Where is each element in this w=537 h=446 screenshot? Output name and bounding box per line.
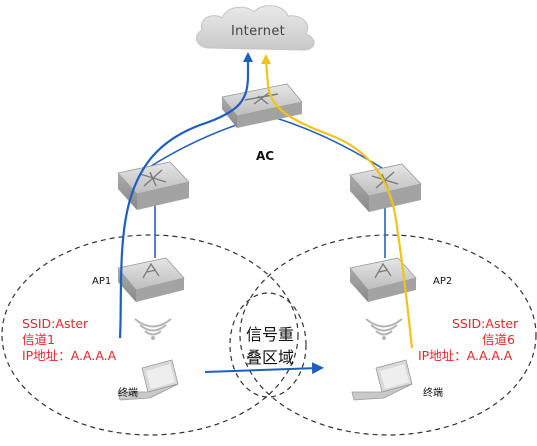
overlap-zone-circle <box>229 292 307 398</box>
internet-label: Internet <box>231 24 286 39</box>
ap2-channel: 信道6 <box>482 332 515 347</box>
yellow-traffic-path <box>264 59 414 349</box>
ap1-label: AP1 <box>92 276 112 287</box>
ap2-label: AP2 <box>433 276 453 287</box>
ap1-ssid: SSID:Aster <box>22 316 89 331</box>
wifi-signal-right-icon <box>365 318 403 340</box>
yellow-path-arrowhead <box>261 54 271 64</box>
laptop-right-icon <box>351 359 413 401</box>
ap1-channel: 信道1 <box>22 332 55 347</box>
ap1-coverage-circle <box>1 234 299 436</box>
ac-label: AC <box>256 149 275 163</box>
ap1-ip: IP地址：A.A.A.A <box>22 348 117 363</box>
blue-path-arrowhead <box>243 52 253 62</box>
blue-traffic-path <box>118 58 250 339</box>
laptop-left-icon <box>117 359 179 401</box>
router-right-icon <box>349 163 422 212</box>
overlap-zone-label: 信号重叠区域 <box>245 325 294 367</box>
ap1-access-point-icon <box>117 257 185 302</box>
ap2-ssid: SSID:Aster <box>452 316 519 331</box>
ap2-coverage-circle <box>239 234 537 436</box>
roaming-arrow <box>204 362 324 375</box>
ap2-ip: IP地址：A.A.A.A <box>418 348 513 363</box>
terminal-left-label: 终端 <box>118 388 138 399</box>
ac-switch-icon <box>221 83 303 128</box>
cloud-icon <box>195 5 315 51</box>
wifi-signal-left-icon <box>134 318 172 340</box>
terminal-right-label: 终端 <box>423 388 443 399</box>
